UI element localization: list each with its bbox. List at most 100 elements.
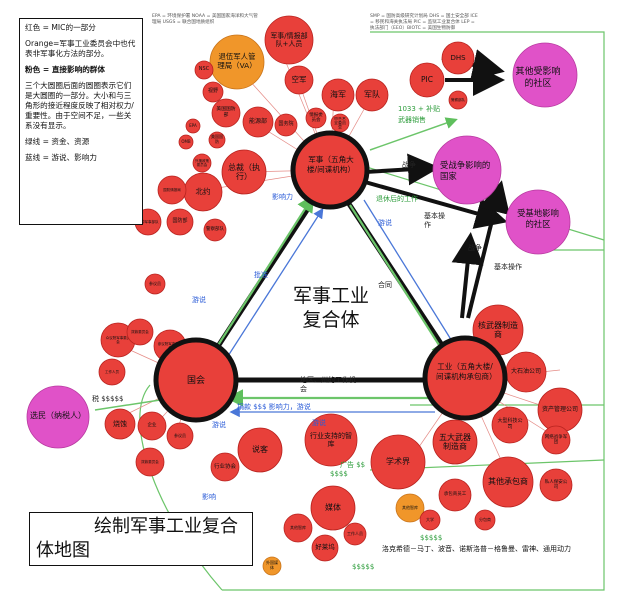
satellite-node[interactable] [441, 41, 475, 75]
satellite-node[interactable] [194, 60, 214, 80]
legend-orange: Orange=军事工业委员会中也代表非军事化方法的部分。 [25, 39, 136, 58]
satellite-node[interactable] [262, 556, 282, 576]
satellite-node[interactable] [202, 81, 224, 103]
satellite-node[interactable] [178, 134, 194, 150]
satellite-node[interactable] [283, 513, 313, 543]
edge-money-3: $$$$$ [352, 563, 375, 571]
military-node[interactable] [290, 130, 370, 210]
satellite-node-label-box: 国务院 [278, 121, 293, 127]
satellite-node[interactable] [370, 434, 426, 490]
satellite-node-label: PIC [420, 74, 433, 84]
affected-group-circle[interactable] [512, 42, 578, 108]
satellite-node[interactable] [284, 65, 314, 95]
satellite-node[interactable] [304, 413, 358, 467]
satellite-node[interactable] [274, 113, 298, 137]
satellite-node[interactable] [166, 208, 194, 236]
satellite-node-label: 其他智库 [401, 504, 418, 510]
satellite-node-label: 其他智库 [289, 524, 306, 530]
satellite-node[interactable] [98, 358, 126, 386]
satellite-node[interactable] [491, 406, 529, 444]
satellite-node[interactable] [157, 175, 187, 205]
satellite-node[interactable] [126, 318, 154, 346]
title-line-1: 绘制军事工业复合 [94, 516, 238, 537]
satellite-node-label: 说客 [251, 445, 268, 455]
edge-lobbying-3: 游说 [212, 421, 226, 429]
legend-pink: 粉色 = 直接影响的群体 [25, 65, 105, 74]
satellite-node[interactable] [166, 422, 194, 450]
satellite-node-label: 特种军事部队 [137, 219, 159, 224]
satellite-node[interactable] [192, 153, 212, 173]
satellite-node[interactable] [135, 447, 165, 477]
satellite-node[interactable] [305, 107, 327, 129]
satellite-node-label: 美国国防部 [216, 107, 236, 118]
satellite-node-label: 美国国防 [210, 134, 223, 144]
satellite-node[interactable] [211, 98, 241, 128]
satellite-node-label-box: DHS [450, 53, 466, 62]
satellite-node-label: 学术界 [385, 457, 410, 467]
satellite-node[interactable] [237, 427, 283, 473]
satellite-node[interactable] [355, 78, 389, 112]
satellite-node[interactable] [438, 478, 472, 512]
industry-node[interactable] [422, 335, 508, 421]
satellite-node[interactable] [432, 419, 478, 465]
satellite-node-label: 其他承包商 [488, 477, 528, 487]
satellite-node-label-box: 美国国防部 [216, 107, 236, 118]
satellite-node[interactable] [321, 78, 355, 112]
affected-group-circle[interactable] [432, 135, 502, 205]
satellite-node[interactable] [144, 273, 166, 295]
satellite-node[interactable] [209, 34, 265, 90]
satellite-node-label-box: 众议院军事委员会 [106, 336, 131, 344]
satellite-node[interactable] [104, 408, 136, 440]
satellite-node-label-box: 私人保安公司 [544, 479, 568, 490]
satellite-node[interactable] [185, 118, 201, 134]
satellite-node-label: 警察部队 [450, 97, 465, 102]
affected-group-circle[interactable] [26, 385, 90, 449]
satellite-node[interactable] [395, 493, 425, 523]
satellite-node-label-box: 北约 [195, 186, 211, 196]
satellite-node-label: DHS [450, 53, 466, 62]
satellite-node[interactable] [203, 218, 227, 242]
satellite-node-label-box: NSC [199, 66, 209, 72]
satellite-node-label: 大型科技公司 [497, 418, 523, 430]
satellite-node[interactable] [311, 534, 339, 562]
diagram-title: 绘制军事工业复合 体地图 [29, 512, 253, 566]
edge-influence: 影响力 [272, 193, 293, 201]
satellite-node[interactable] [264, 15, 314, 65]
satellite-node-label-box: 其他智库 [289, 524, 306, 530]
satellite-node-label: 工作人员 [346, 530, 363, 536]
affected-group-circle[interactable] [505, 189, 571, 255]
satellite-node-label-box: 总裁（执行） [228, 163, 260, 181]
satellite-node[interactable] [310, 485, 356, 531]
satellite-node[interactable] [539, 468, 573, 502]
satellite-node[interactable] [242, 106, 274, 138]
satellite-node[interactable] [210, 452, 240, 482]
satellite-node[interactable] [409, 62, 445, 98]
congress-node[interactable] [153, 337, 239, 423]
satellite-node-label: 海军 [329, 90, 346, 100]
satellite-node-label-box: 海军 [329, 90, 346, 100]
satellite-node[interactable] [541, 425, 571, 455]
satellite-node-label-box: 媒体 [324, 503, 341, 513]
satellite-node[interactable] [448, 90, 468, 110]
satellite-node-label-box: 五大武器制造商 [439, 433, 471, 451]
satellite-node[interactable] [482, 456, 534, 508]
satellite-node-label: 北约 [195, 186, 211, 196]
satellite-node-label: 媒体 [324, 503, 341, 513]
satellite-node-label: 视野 [207, 88, 218, 95]
satellite-node-label: 军事/情报部队+人员 [270, 31, 308, 48]
satellite-node-label-box: 军事/情报部队+人员 [270, 31, 308, 48]
satellite-node[interactable] [208, 131, 226, 149]
satellite-node[interactable] [343, 522, 367, 546]
big5-note: 洛克希德－马丁、波音、诺斯洛普－格鲁曼、雷神、通用动力 [382, 545, 571, 553]
satellite-node[interactable] [419, 509, 441, 531]
satellite-node-label: 情报委员会 [309, 112, 323, 123]
satellite-node[interactable] [221, 149, 267, 195]
satellite-node[interactable] [474, 509, 496, 531]
satellite-node-label: 私人保安公司 [544, 479, 568, 490]
satellite-node-label: 退伍军人管理局（VA） [217, 52, 257, 70]
satellite-node-label-box: 大型科技公司 [497, 418, 523, 430]
satellite-node[interactable] [137, 411, 167, 441]
satellite-node-label: 网络战争军团 [544, 434, 568, 445]
legend-green: 绿线 = 资金、资源 [25, 137, 90, 146]
